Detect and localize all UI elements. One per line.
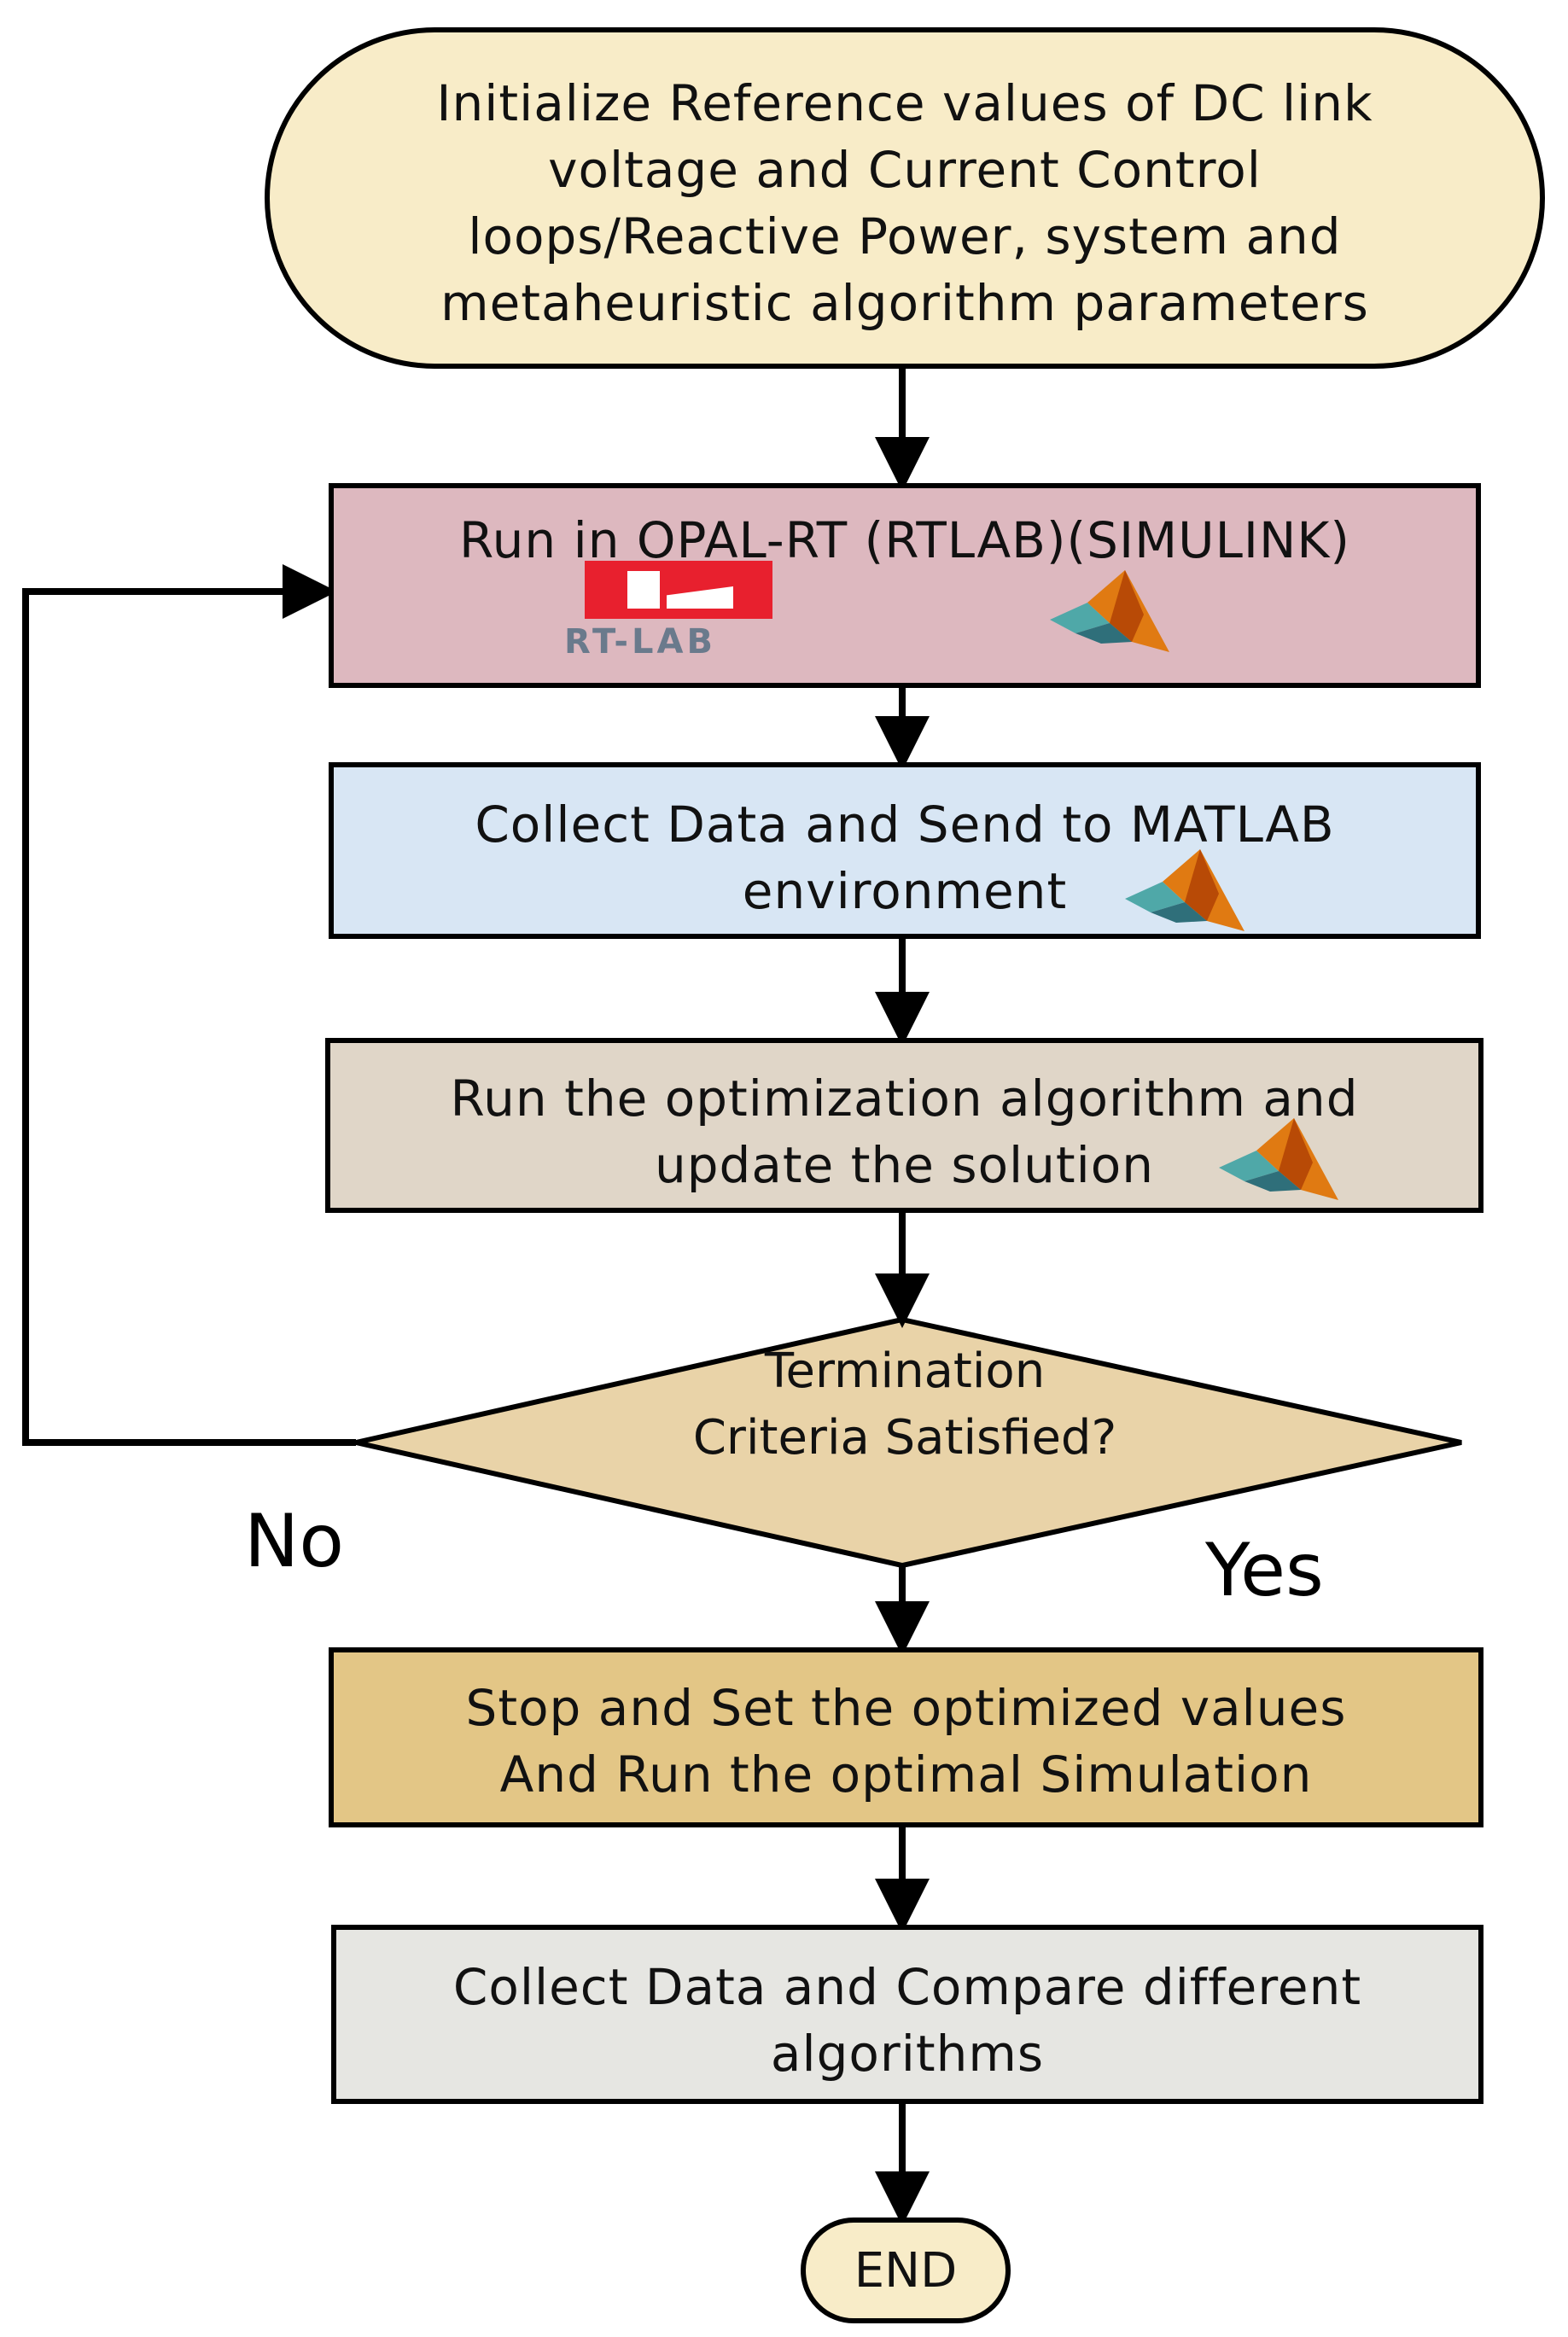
- branch-no-label: No: [244, 1499, 344, 1584]
- end-terminator: END: [801, 2218, 1011, 2323]
- optimize-box-label: update the solution: [654, 1136, 1155, 1194]
- run-box-label: Run in OPAL-RT (RTLAB)(SIMULINK): [458, 511, 1351, 569]
- collect-box-label: Collect Data and Send to MATLAB: [475, 796, 1335, 854]
- decision-text-line: Termination: [764, 1343, 1046, 1399]
- stop-box-label: And Run the optimal Simulation: [499, 1745, 1313, 1804]
- stop-box-label: Stop and Set the optimized values: [465, 1679, 1347, 1737]
- rtlab-logo-text: RT-LAB: [564, 622, 716, 661]
- branch-yes-label: Yes: [1205, 1528, 1324, 1613]
- run-opal-rt-box: Run in OPAL-RT (RTLAB)(SIMULINK): [329, 483, 1481, 688]
- compare-box-label: Collect Data and Compare different: [452, 1958, 1362, 2016]
- rtlab-logo: RT-LAB: [559, 561, 807, 670]
- compare-algorithms-box: Collect Data and Compare different algor…: [331, 1925, 1483, 2104]
- start-terminator: Initialize Reference values of DC link v…: [265, 27, 1545, 369]
- collect-box-label: environment: [742, 862, 1068, 920]
- start-text-line: voltage and Current Control: [548, 141, 1262, 199]
- start-text-line: loops/Reactive Power, system and: [468, 207, 1342, 265]
- matlab-icon: [1125, 849, 1244, 931]
- compare-box-label: algorithms: [770, 2025, 1045, 2083]
- start-text-line: Initialize Reference values of DC link: [436, 74, 1373, 132]
- rtlab-logo-mark: [585, 561, 772, 619]
- matlab-icon: [1050, 570, 1169, 652]
- stop-and-set-box: Stop and Set the optimized values And Ru…: [329, 1647, 1483, 1827]
- arrow-no-loop: [22, 564, 356, 1446]
- start-text-line: metaheuristic algorithm parameters: [440, 274, 1369, 332]
- collect-data-box: Collect Data and Send to MATLAB environm…: [329, 762, 1481, 939]
- decision-label: Termination Criteria Satisfied?: [512, 1338, 1297, 1472]
- matlab-icon: [1219, 1118, 1338, 1200]
- optimize-box-label: Run the optimization algorithm and: [450, 1069, 1359, 1128]
- decision-text-line: Criteria Satisfied?: [692, 1410, 1117, 1466]
- end-label: END: [854, 2242, 958, 2299]
